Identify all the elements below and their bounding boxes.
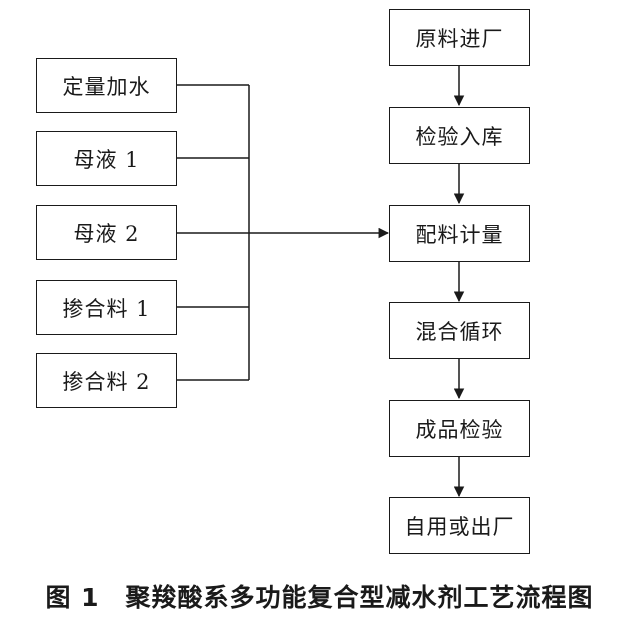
process-label: 配料计量: [415, 222, 504, 247]
figure-caption: 图 1 聚羧酸系多功能复合型减水剂工艺流程图: [45, 583, 594, 612]
input-box-water: 定量加水: [36, 58, 177, 113]
process-label: 检验入库: [415, 124, 504, 149]
process-label: 成品检验: [415, 417, 504, 442]
process-label: 混合循环: [415, 319, 504, 344]
input-label: 母液 2: [73, 221, 140, 246]
input-box-admixture-2: 掺合料 2: [36, 353, 177, 408]
process-box-inspection-storage: 检验入库: [389, 107, 530, 164]
input-label: 掺合料 2: [62, 369, 151, 394]
process-label: 原料进厂: [415, 26, 504, 51]
process-box-batching: 配料计量: [389, 205, 530, 262]
process-box-mixing-circulation: 混合循环: [389, 302, 530, 359]
input-label: 掺合料 1: [62, 296, 151, 321]
process-box-raw-material-intake: 原料进厂: [389, 9, 530, 66]
input-label: 定量加水: [62, 74, 151, 99]
input-label: 母液 1: [73, 147, 140, 172]
process-box-use-or-dispatch: 自用或出厂: [389, 497, 530, 554]
input-box-admixture-1: 掺合料 1: [36, 280, 177, 335]
input-box-mother-liquor-1: 母液 1: [36, 131, 177, 186]
process-box-product-inspection: 成品检验: [389, 400, 530, 457]
process-label: 自用或出厂: [404, 514, 515, 539]
input-box-mother-liquor-2: 母液 2: [36, 205, 177, 260]
